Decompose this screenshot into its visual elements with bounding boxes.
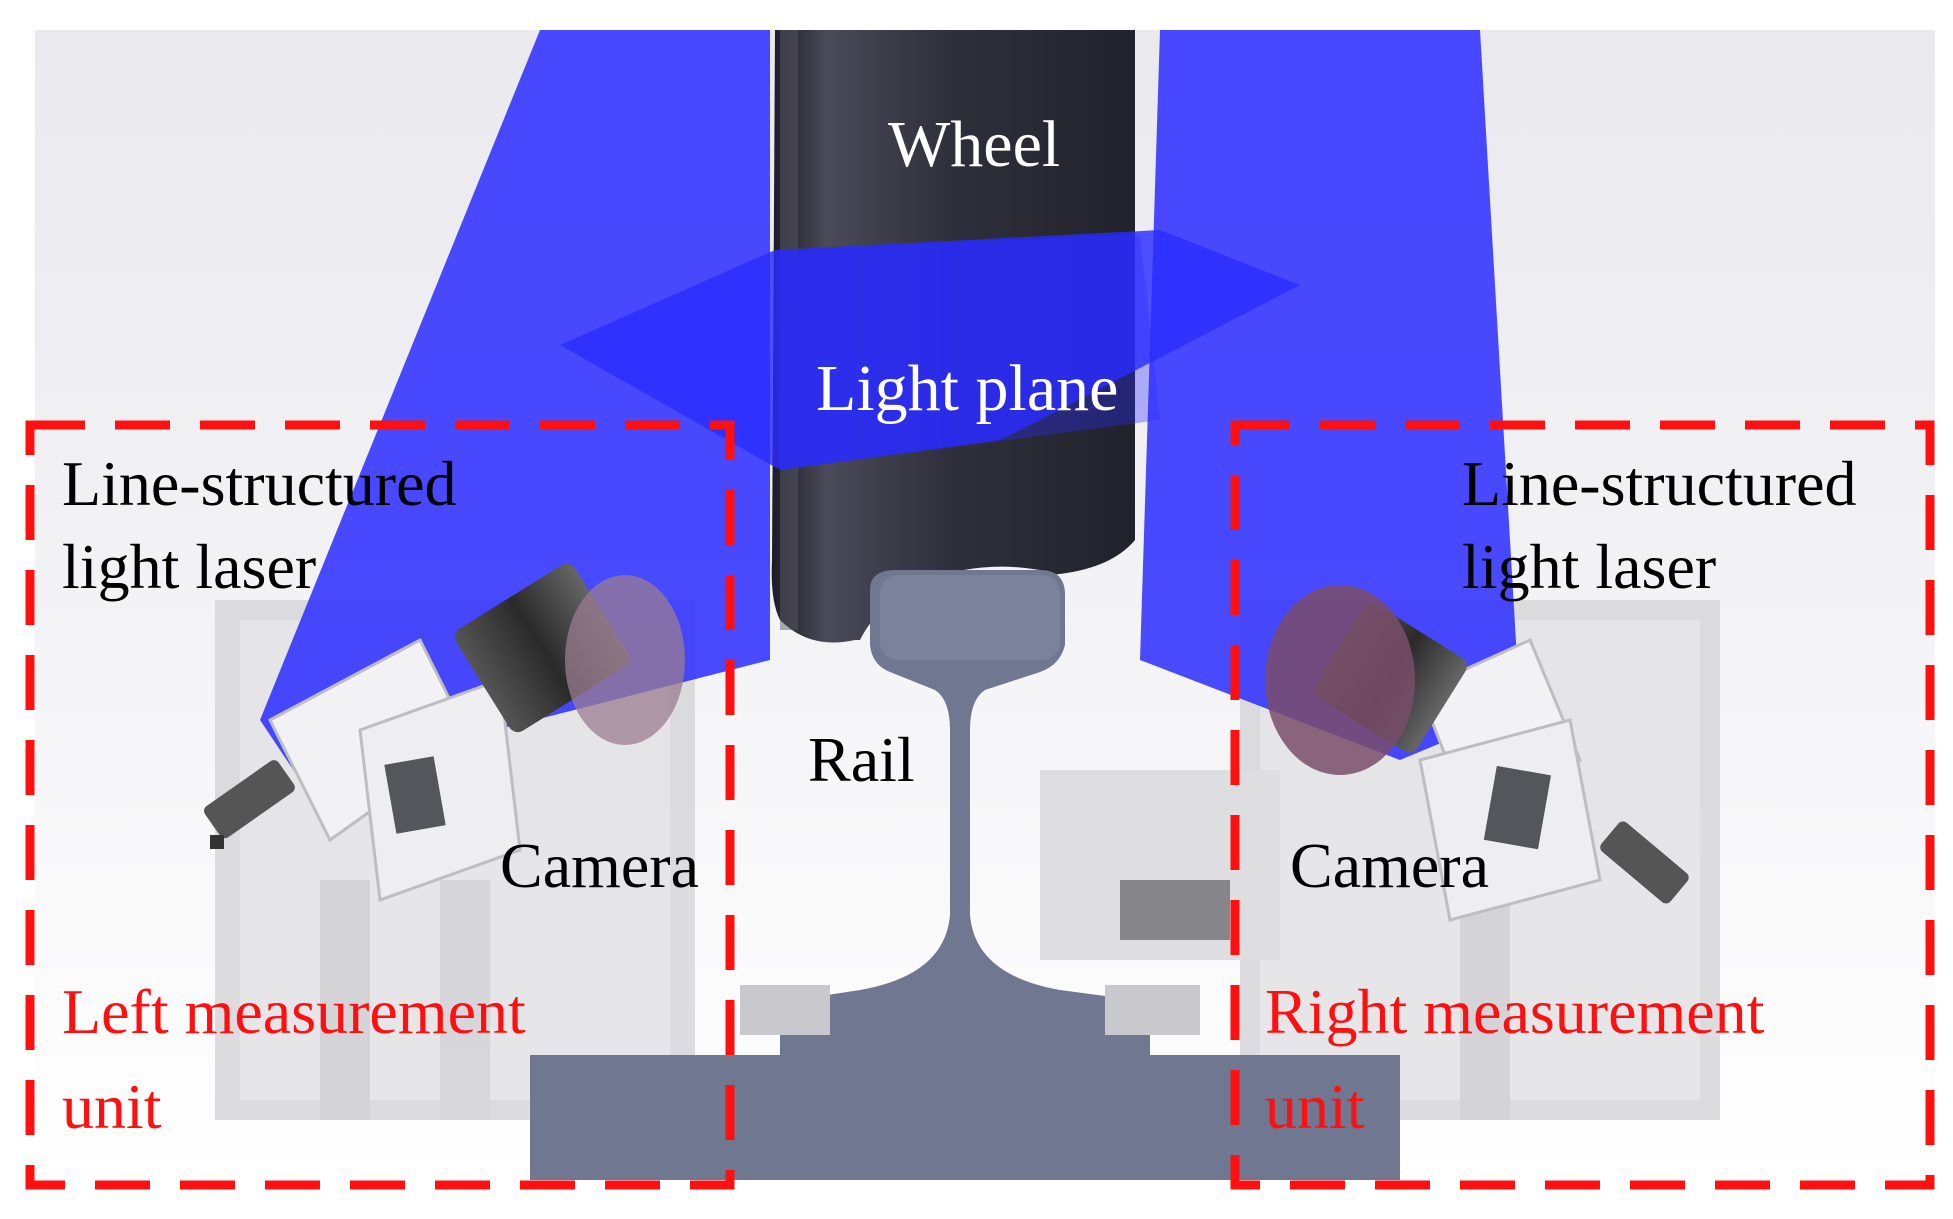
left-unit-hardware [204,563,685,903]
right-laser-label-line1: Line-structured [1462,448,1857,519]
left-laser-label-line2: light laser [62,531,317,602]
rail [530,570,1400,1180]
left-unit-label-line2: unit [62,1071,162,1142]
wheel-label: Wheel [888,108,1061,181]
right-unit-label-line2: unit [1265,1071,1365,1142]
left-laser-label-line1: Line-structured [62,448,457,519]
right-unit-box [1230,420,1935,1190]
right-camera-label: Camera [1290,830,1489,901]
left-camera-label: Camera [500,830,699,901]
right-unit-hardware [1265,585,1689,922]
light-plane-label: Light plane [816,352,1119,425]
left-unit-label-line1: Left measurement [62,976,526,1047]
rail-label: Rail [808,724,915,795]
right-unit-label-line1: Right measurement [1265,976,1765,1047]
left-rail-clamp [740,985,830,1035]
right-rail-clamp [1105,985,1200,1035]
left-unit-box [25,420,735,1190]
light-plane [560,230,1300,470]
right-laser-label-line2: light laser [1462,531,1717,602]
